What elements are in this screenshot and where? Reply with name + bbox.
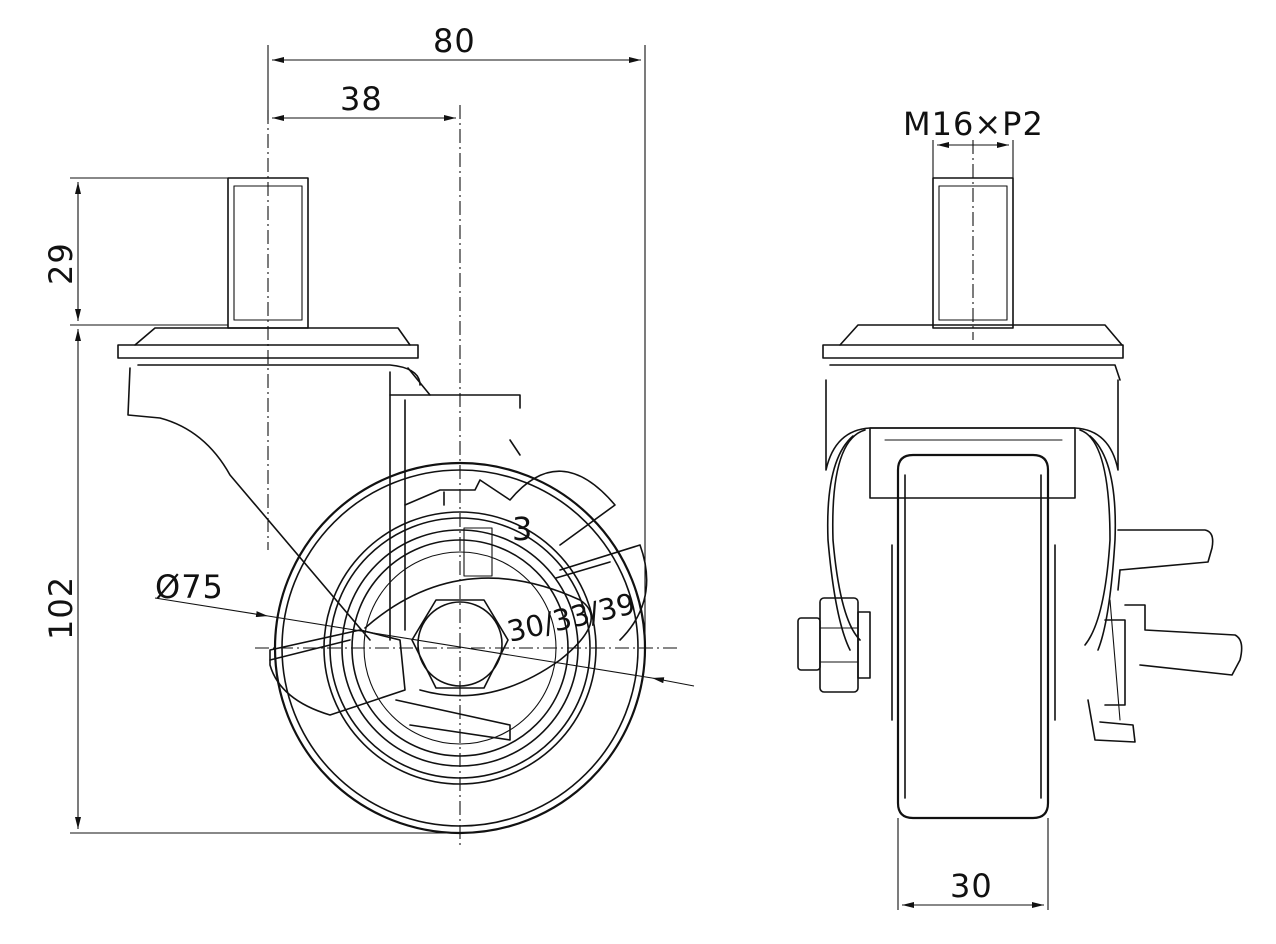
front-top-plate (822, 324, 1124, 381)
svg-text:102: 102 (42, 576, 80, 640)
svg-text:M16×P2: M16×P2 (903, 105, 1044, 143)
svg-text:38: 38 (340, 80, 383, 118)
side-brake: 3 (269, 439, 648, 741)
side-fork (127, 367, 521, 641)
dim-thread: M16×P2 (903, 105, 1044, 178)
front-axle-nut (797, 597, 871, 693)
svg-text:30: 30 (950, 867, 993, 905)
side-top-plate (117, 327, 421, 386)
brake-label: 3 (512, 510, 533, 548)
front-view: M16×P2 30 (797, 105, 1243, 910)
svg-text:Ø75: Ø75 (155, 568, 224, 606)
dim-wheel-width: 30 (897, 818, 1049, 910)
front-fork (825, 379, 1119, 721)
dim-center-offset: 38 (272, 80, 456, 121)
svg-text:80: 80 (433, 22, 476, 60)
dim-total-height: 102 (42, 329, 455, 834)
dim-overall-width: 80 (267, 22, 646, 640)
front-brake-lever (1087, 529, 1243, 743)
svg-text:29: 29 (42, 242, 80, 285)
dim-wheel-diameter: Ø75 (154, 568, 695, 687)
dim-stem-length: 29 (42, 177, 228, 326)
side-view: 3 80 38 29 (42, 22, 695, 845)
front-wheel (896, 453, 1050, 820)
